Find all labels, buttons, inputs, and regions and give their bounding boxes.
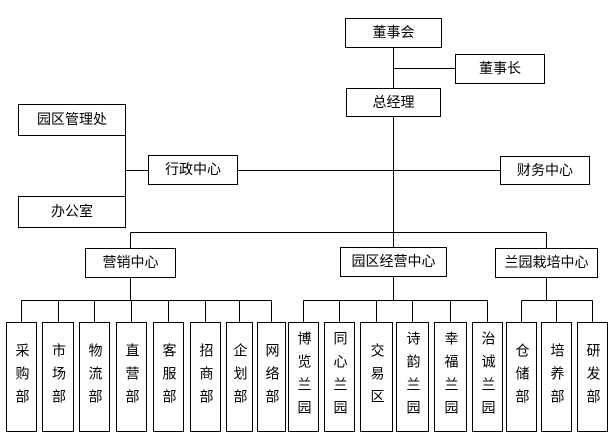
department-label: 直营部 — [123, 342, 140, 412]
park-management-office-label: 园区管理处 — [37, 112, 107, 128]
department-label: 诗韵兰园 — [404, 331, 421, 423]
department-label: 交易区 — [368, 342, 385, 412]
zhicheng-orchid-garden-box: 治诚兰园 — [472, 322, 503, 432]
department-label: 客服部 — [160, 342, 177, 412]
sales-center-label: 营销中心 — [102, 255, 159, 271]
finance-center-box: 财务中心 — [500, 156, 590, 185]
warehouse-dept-box: 仓储部 — [506, 322, 537, 432]
tongxin-orchid-garden-box: 同心兰园 — [324, 322, 355, 432]
department-label: 仓储部 — [513, 342, 530, 412]
department-label: 市场部 — [50, 342, 66, 412]
department-label: 企划部 — [231, 342, 248, 412]
cultivation-dept-box: 培养部 — [541, 322, 572, 432]
board-box: 董事会 — [345, 18, 442, 48]
planning-dept-box: 企划部 — [226, 322, 253, 432]
logistics-dept-box: 物流部 — [79, 322, 110, 432]
expo-orchid-garden-box: 博览兰园 — [288, 322, 319, 432]
general-manager-label: 总经理 — [372, 94, 415, 111]
department-label: 研发部 — [584, 342, 601, 412]
sales-center-box: 营销中心 — [85, 248, 176, 278]
general-manager-box: 总经理 — [346, 88, 441, 117]
department-label: 招商部 — [197, 342, 214, 412]
department-label: 物流部 — [86, 342, 103, 412]
department-label: 网络部 — [263, 342, 280, 412]
board-label: 董事会 — [372, 25, 415, 41]
park-operations-center-label: 园区经营中心 — [351, 254, 436, 270]
department-label: 博览兰园 — [295, 331, 312, 423]
department-label: 培养部 — [548, 342, 565, 412]
office-box: 办公室 — [18, 196, 126, 228]
investment-promotion-dept-box: 招商部 — [190, 322, 221, 432]
purchasing-dept-box: 采购部 — [6, 322, 37, 432]
orchid-cultivation-center-box: 兰园栽培中心 — [495, 248, 598, 278]
trading-area-box: 交易区 — [360, 322, 393, 432]
market-dept-box: 市场部 — [42, 322, 74, 432]
admin-center-box: 行政中心 — [148, 155, 238, 185]
orchid-cultivation-center-label: 兰园栽培中心 — [504, 255, 589, 271]
department-label: 治诚兰园 — [479, 331, 496, 423]
rd-dept-box: 研发部 — [577, 322, 608, 432]
department-label: 同心兰园 — [331, 331, 348, 423]
direct-sales-dept-box: 直营部 — [116, 322, 147, 432]
department-label: 采购部 — [13, 342, 30, 412]
park-operations-center-box: 园区经营中心 — [340, 247, 447, 277]
customer-service-dept-box: 客服部 — [153, 322, 184, 432]
shiyun-orchid-garden-box: 诗韵兰园 — [396, 322, 429, 432]
chairman-box: 董事长 — [455, 54, 545, 84]
network-dept-box: 网络部 — [257, 322, 286, 432]
finance-center-label: 财务中心 — [517, 162, 573, 179]
xingfu-orchid-garden-box: 幸福兰园 — [434, 322, 467, 432]
office-label: 办公室 — [51, 204, 93, 220]
park-management-office-box: 园区管理处 — [18, 104, 126, 136]
department-label: 幸福兰园 — [442, 331, 459, 423]
admin-center-label: 行政中心 — [165, 162, 221, 178]
chairman-label: 董事长 — [479, 61, 521, 77]
